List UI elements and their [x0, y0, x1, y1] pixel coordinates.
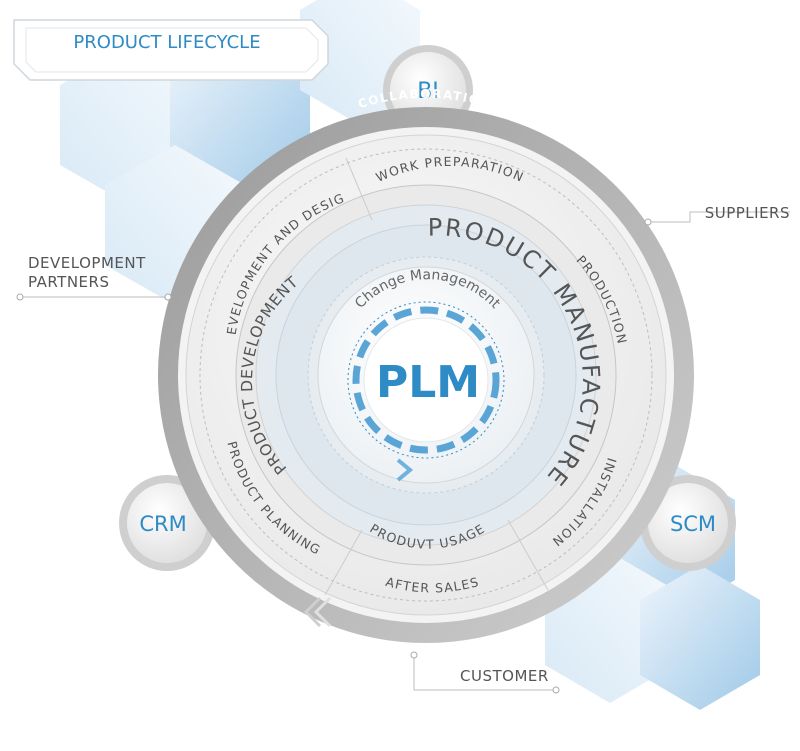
plm-center-label: PLM: [376, 357, 480, 408]
connector-customer: CUSTOMER: [410, 651, 560, 694]
chevron-right-icon: [396, 458, 414, 482]
svg-text:AFTER SALES: AFTER SALES: [384, 574, 481, 596]
suppliers-label: SUPPLIERS: [705, 204, 790, 222]
customer-label: CUSTOMER: [460, 667, 549, 685]
connector-development-partners: DEVELOPMENT PARTNERS: [16, 254, 172, 301]
development-partners-label-line2: PARTNERS: [28, 273, 109, 291]
plm-core: PLM: [317, 266, 535, 484]
dotted-orbit: [347, 301, 505, 459]
bi-label: BI: [417, 79, 439, 104]
header-box: PRODUCT LIFECYCLE: [13, 19, 329, 81]
crm-label: CRM: [139, 512, 186, 536]
hexagon-shape: [640, 565, 760, 710]
chevron-left-icon: [303, 596, 322, 628]
development-partners-label-line1: DEVELOPMENT: [28, 254, 146, 272]
scm-label: SCM: [670, 512, 716, 536]
connector-suppliers: SUPPLIERS: [644, 204, 790, 226]
header-title: PRODUCT LIFECYCLE: [73, 32, 260, 53]
chevron-left-icon: [313, 596, 332, 628]
satellite-scm: SCM: [640, 475, 736, 571]
progress-orbit: [352, 306, 500, 454]
phase-after-sales: AFTER SALES: [384, 574, 480, 596]
